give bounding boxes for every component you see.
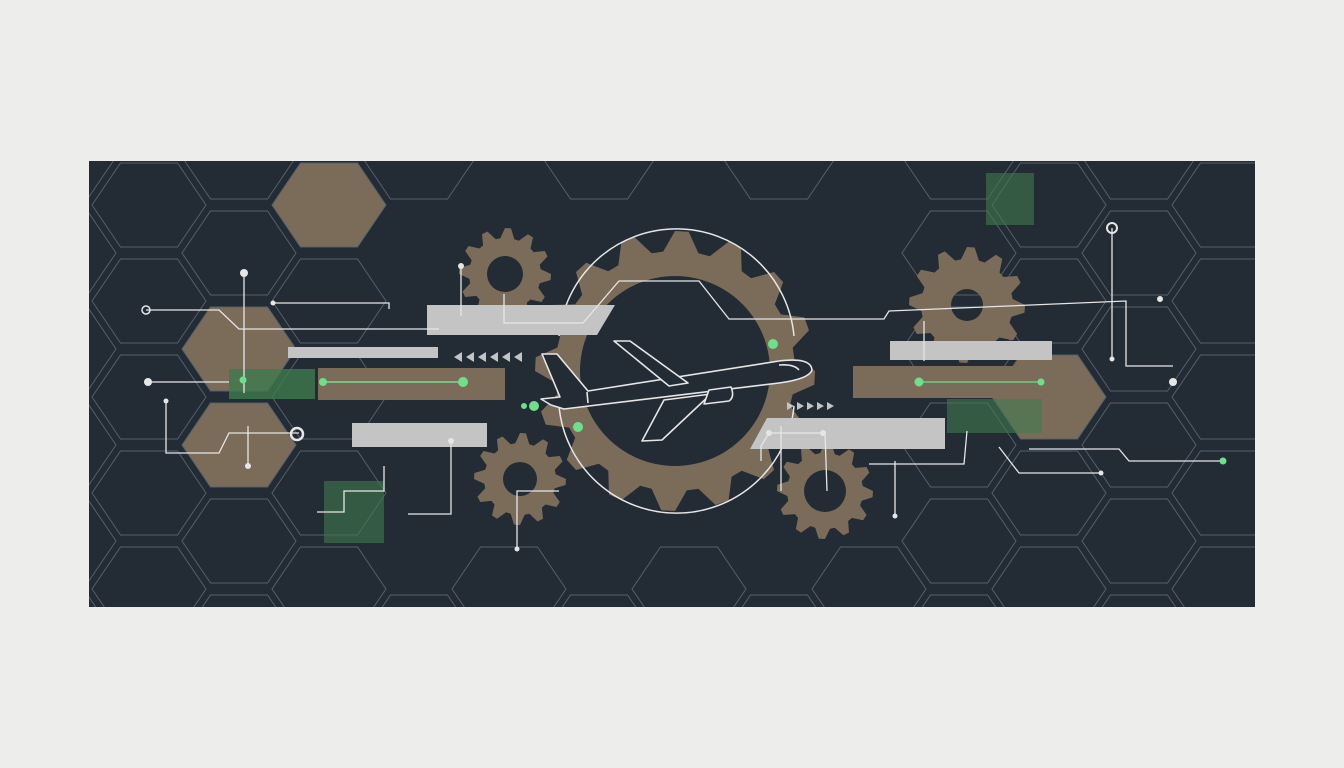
hexagon xyxy=(381,594,457,607)
grey-bar xyxy=(427,305,615,335)
hexagon xyxy=(1171,258,1255,344)
node-ring xyxy=(141,305,151,315)
hexagon xyxy=(724,161,834,200)
green-nodes xyxy=(239,339,1227,465)
hexagon xyxy=(1081,402,1197,488)
illustration-panel xyxy=(89,161,1255,607)
hexagon xyxy=(561,594,637,607)
hexagon xyxy=(631,546,747,607)
grey-bar xyxy=(890,341,1052,360)
hexagon xyxy=(184,161,294,200)
hexagon xyxy=(1171,546,1255,607)
hexagon xyxy=(1171,162,1255,248)
airplane-icon xyxy=(540,340,813,442)
hexagon xyxy=(1081,498,1197,584)
grey-bar xyxy=(288,347,438,358)
hexagon xyxy=(741,594,817,607)
hexagon xyxy=(364,161,474,200)
hexagon xyxy=(181,210,297,296)
hexagon xyxy=(271,162,387,248)
hexagon xyxy=(921,594,997,607)
hexagon xyxy=(991,450,1107,536)
chevron-arrows xyxy=(454,352,834,410)
hexagon xyxy=(91,162,207,248)
gear-icon xyxy=(459,228,551,320)
circuit-chips xyxy=(229,173,1042,543)
grey-bars xyxy=(288,305,1052,449)
grey-bar xyxy=(352,423,487,447)
node-ring xyxy=(289,426,305,442)
gear-icon xyxy=(777,443,873,539)
hexagon xyxy=(991,546,1107,607)
tan-bar xyxy=(318,368,505,400)
hexagon xyxy=(901,498,1017,584)
hexagon-pattern xyxy=(89,161,1255,607)
hexagon xyxy=(91,258,207,344)
hexagon xyxy=(181,402,297,488)
hexagon xyxy=(1081,210,1197,296)
gear-icon xyxy=(474,433,566,525)
circuit-chip-icon xyxy=(986,173,1034,225)
circuit-lines xyxy=(146,228,1223,549)
gear-arc-line xyxy=(558,228,795,514)
hexagon xyxy=(181,498,297,584)
node-ring xyxy=(1106,222,1118,234)
circuit-chip-icon xyxy=(229,369,315,399)
hexagon xyxy=(271,546,387,607)
hexagon xyxy=(1101,594,1177,607)
gear-group xyxy=(459,228,1025,539)
hexagon xyxy=(91,354,207,440)
hexagon xyxy=(1081,306,1197,392)
gear-icon xyxy=(535,231,815,511)
hexagon xyxy=(1171,354,1255,440)
hexagon xyxy=(201,594,277,607)
hexagon xyxy=(91,546,207,607)
hexagon xyxy=(451,546,567,607)
circuit-chip-icon xyxy=(947,399,1042,433)
hexagon xyxy=(544,161,654,200)
hexagon xyxy=(1171,450,1255,536)
grey-bar xyxy=(750,418,945,449)
hexagon xyxy=(811,546,927,607)
hexagon xyxy=(1084,161,1194,200)
gear-icon xyxy=(909,247,1025,363)
nodes xyxy=(144,263,1177,552)
hexagon xyxy=(91,450,207,536)
